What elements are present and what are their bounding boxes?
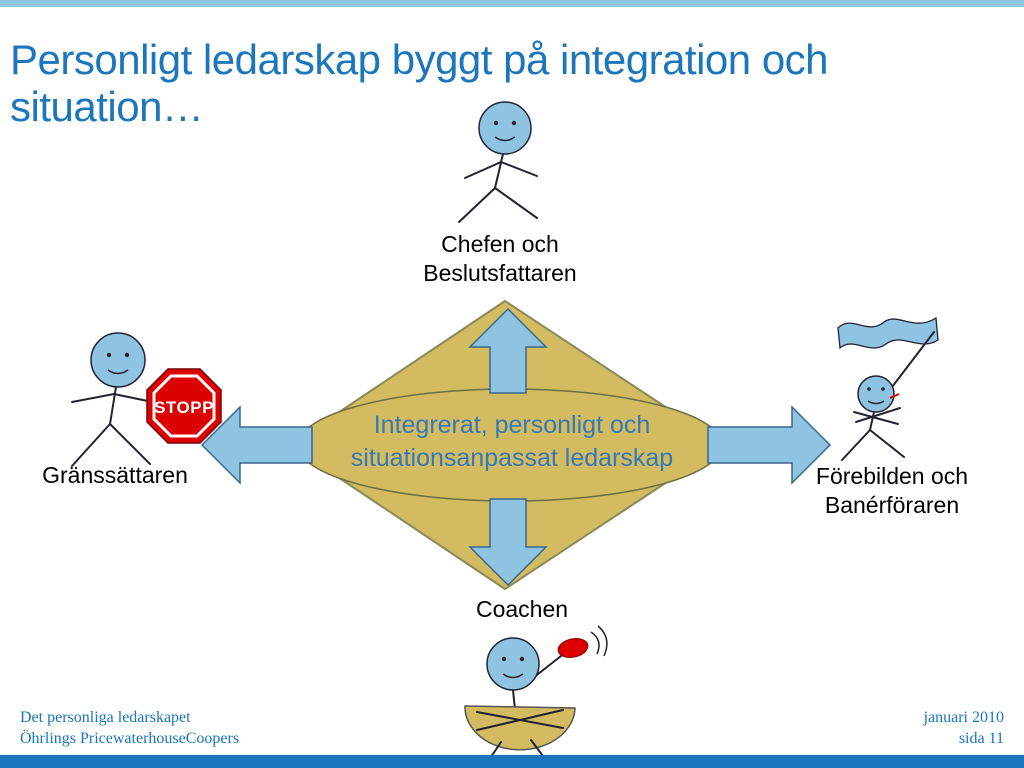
label-role-model-line1: Förebilden och (815, 463, 969, 489)
label-coach: Coachen (475, 596, 569, 622)
figure-head (90, 332, 146, 388)
page-title-line2: situation… (10, 83, 204, 131)
integration-diagram (200, 299, 832, 591)
footer-right: januari 2010 sida 11 (924, 708, 1004, 750)
stick-figure-coach-icon (464, 625, 608, 767)
stick-figure-banner-carrier-icon (837, 316, 939, 461)
stick-figure-chief-icon (458, 101, 538, 223)
motion-arc (590, 631, 600, 655)
center-text-line2: situationsanpassat ledarskap (350, 443, 674, 472)
figure-head (857, 375, 895, 413)
banner-flag-icon (837, 316, 939, 350)
figure-head (478, 101, 532, 155)
motion-arc (597, 625, 608, 657)
red-mark (889, 393, 900, 399)
arrow-up-icon (468, 307, 548, 394)
frisbee-icon (557, 638, 589, 658)
page-title-line1: Personligt ledarskap byggt på integratio… (10, 36, 829, 83)
stick-figure-boundary-setter-icon: STOPP (71, 332, 222, 467)
top-accent-bar (0, 0, 1024, 7)
label-chief-line1: Chefen och (441, 231, 559, 257)
footer-project: Det personliga ledarskapet (20, 709, 191, 726)
label-chief-line2: Beslutsfattaren (423, 260, 577, 287)
arrow-left-icon (200, 405, 313, 485)
arrow-down-icon (468, 498, 548, 587)
figure-head (486, 637, 540, 691)
basket-shape (464, 705, 576, 751)
footer-page-number: sida 11 (958, 729, 1004, 747)
stop-sign-icon: STOPP (146, 368, 222, 444)
stop-sign-label: STOPP (154, 398, 214, 417)
footer-date: januari 2010 (923, 709, 1004, 726)
label-boundary-setter: Gränssättaren (42, 462, 188, 488)
page-title: Personligt ledarskap byggt på integratio… (10, 36, 1020, 130)
center-text-line1: Integrerat, personligt och (373, 411, 651, 439)
footer-company: Öhrlings PricewaterhouseCoopers (20, 729, 240, 747)
arrow-right-icon (707, 405, 832, 485)
bottom-accent-bar (0, 755, 1024, 768)
label-role-model-line2: Banérföraren (824, 492, 960, 519)
center-text: Integrerat, personligt och situationsanpa… (327, 409, 697, 474)
